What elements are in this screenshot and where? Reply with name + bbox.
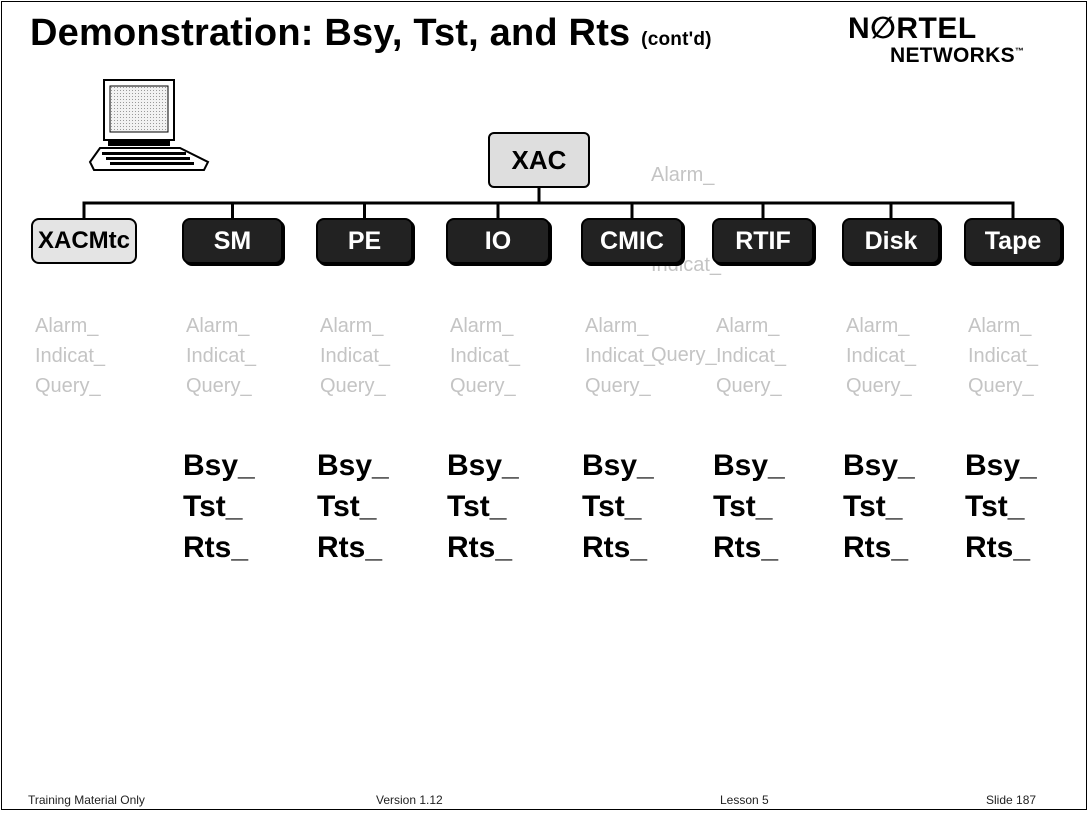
computer-terminal-icon <box>88 79 210 171</box>
slide-title-text: Demonstration: Bsy, Tst, and Rts <box>30 12 631 54</box>
pe-status-cmd-1: Indicat_ <box>320 345 391 367</box>
io-cmd-rts: Rts_ <box>447 531 513 564</box>
pe-cmd-rts: Rts_ <box>317 531 383 564</box>
rtif-status-commands: Alarm_ Indicat_ Query_ <box>716 311 786 401</box>
node-io: IO <box>446 218 550 264</box>
footer-slide: Slide 187 <box>986 793 1037 807</box>
rtif-cmd-tst: Tst_ <box>713 490 773 523</box>
rtif-status-cmd-2: Query_ <box>716 375 782 397</box>
disk-cmd-tst: Tst_ <box>843 490 903 523</box>
sm-cmd-tst: Tst_ <box>183 490 243 523</box>
sm-maintenance-commands: Bsy_ Tst_ Rts_ <box>183 445 255 568</box>
io-status-cmd-0: Alarm_ <box>450 315 514 337</box>
nortel-logo: N∅RTEL NETWORKS™ <box>848 12 1024 67</box>
io-status-cmd-2: Query_ <box>450 375 516 397</box>
pe-status-cmd-0: Alarm_ <box>320 315 384 337</box>
tape-status-cmd-1: Indicat_ <box>968 345 1039 367</box>
disk-maintenance-commands: Bsy_ Tst_ Rts_ <box>843 445 915 568</box>
pe-cmd-tst: Tst_ <box>317 490 377 523</box>
rtif-status-cmd-0: Alarm_ <box>716 315 780 337</box>
io-status-commands: Alarm_ Indicat_ Query_ <box>450 311 520 401</box>
tape-status-cmd-0: Alarm_ <box>968 315 1032 337</box>
rtif-cmd-rts: Rts_ <box>713 531 779 564</box>
footer-left: Training Material Only <box>28 793 145 807</box>
xac-cmd-alarm: Alarm_ <box>651 164 715 186</box>
node-xacmtc: XACMtc <box>31 218 137 264</box>
sm-status-commands: Alarm_ Indicat_ Query_ <box>186 311 256 401</box>
cmic-status-commands: Alarm_ Indicat_ Query_ <box>585 311 655 401</box>
xacmtc-status-cmd-1: Indicat_ <box>35 345 106 367</box>
tape-cmd-rts: Rts_ <box>965 531 1031 564</box>
sm-cmd-rts: Rts_ <box>183 531 249 564</box>
tape-status-commands: Alarm_ Indicat_ Query_ <box>968 311 1038 401</box>
io-maintenance-commands: Bsy_ Tst_ Rts_ <box>447 445 519 568</box>
cmic-maintenance-commands: Bsy_ Tst_ Rts_ <box>582 445 654 568</box>
xacmtc-status-commands: Alarm_ Indicat_ Query_ <box>35 311 105 401</box>
node-cmic: CMIC <box>581 218 683 264</box>
rtif-status-cmd-1: Indicat_ <box>716 345 787 367</box>
xac-cmd-query: Query_ <box>651 344 717 366</box>
slide-title: Demonstration: Bsy, Tst, and Rts (cont'd… <box>30 12 712 55</box>
disk-status-cmd-2: Query_ <box>846 375 912 397</box>
disk-status-commands: Alarm_ Indicat_ Query_ <box>846 311 916 401</box>
slide-title-suffix: (cont'd) <box>641 29 712 50</box>
node-sm: SM <box>182 218 283 264</box>
cmic-status-cmd-0: Alarm_ <box>585 315 649 337</box>
pe-maintenance-commands: Bsy_ Tst_ Rts_ <box>317 445 389 568</box>
disk-cmd-rts: Rts_ <box>843 531 909 564</box>
io-cmd-bsy: Bsy_ <box>447 449 519 482</box>
io-cmd-tst: Tst_ <box>447 490 507 523</box>
cmic-cmd-bsy: Bsy_ <box>582 449 654 482</box>
rtif-maintenance-commands: Bsy_ Tst_ Rts_ <box>713 445 785 568</box>
pe-status-commands: Alarm_ Indicat_ Query_ <box>320 311 390 401</box>
cmic-status-cmd-1: Indicat_ <box>585 345 656 367</box>
footer-lesson: Lesson 5 <box>720 793 769 807</box>
pe-status-cmd-2: Query_ <box>320 375 386 397</box>
io-status-cmd-1: Indicat_ <box>450 345 521 367</box>
sm-status-cmd-1: Indicat_ <box>186 345 257 367</box>
tape-cmd-tst: Tst_ <box>965 490 1025 523</box>
logo-sub: NETWORKS™ <box>890 45 1024 66</box>
disk-status-cmd-0: Alarm_ <box>846 315 910 337</box>
xac-command-list: Alarm_ Indicat_ Query_ <box>651 100 721 430</box>
disk-cmd-bsy: Bsy_ <box>843 449 915 482</box>
xacmtc-status-cmd-0: Alarm_ <box>35 315 99 337</box>
logo-trademark: ™ <box>1014 46 1025 56</box>
logo-sub-text: NETWORKS <box>890 44 1015 67</box>
sm-status-cmd-2: Query_ <box>186 375 252 397</box>
rtif-cmd-bsy: Bsy_ <box>713 449 785 482</box>
cmic-cmd-rts: Rts_ <box>582 531 648 564</box>
tape-status-cmd-2: Query_ <box>968 375 1034 397</box>
tape-maintenance-commands: Bsy_ Tst_ Rts_ <box>965 445 1037 568</box>
node-disk: Disk <box>842 218 940 264</box>
xacmtc-status-cmd-2: Query_ <box>35 375 101 397</box>
disk-status-cmd-1: Indicat_ <box>846 345 917 367</box>
cmic-cmd-tst: Tst_ <box>582 490 642 523</box>
node-pe: PE <box>316 218 413 264</box>
node-rtif: RTIF <box>712 218 814 264</box>
logo-brand: N∅RTEL <box>848 12 977 45</box>
tape-cmd-bsy: Bsy_ <box>965 449 1037 482</box>
node-xac: XAC <box>488 132 590 188</box>
node-tape: Tape <box>964 218 1062 264</box>
cmic-status-cmd-2: Query_ <box>585 375 651 397</box>
sm-cmd-bsy: Bsy_ <box>183 449 255 482</box>
sm-status-cmd-0: Alarm_ <box>186 315 250 337</box>
footer-version: Version 1.12 <box>376 793 443 807</box>
pe-cmd-bsy: Bsy_ <box>317 449 389 482</box>
